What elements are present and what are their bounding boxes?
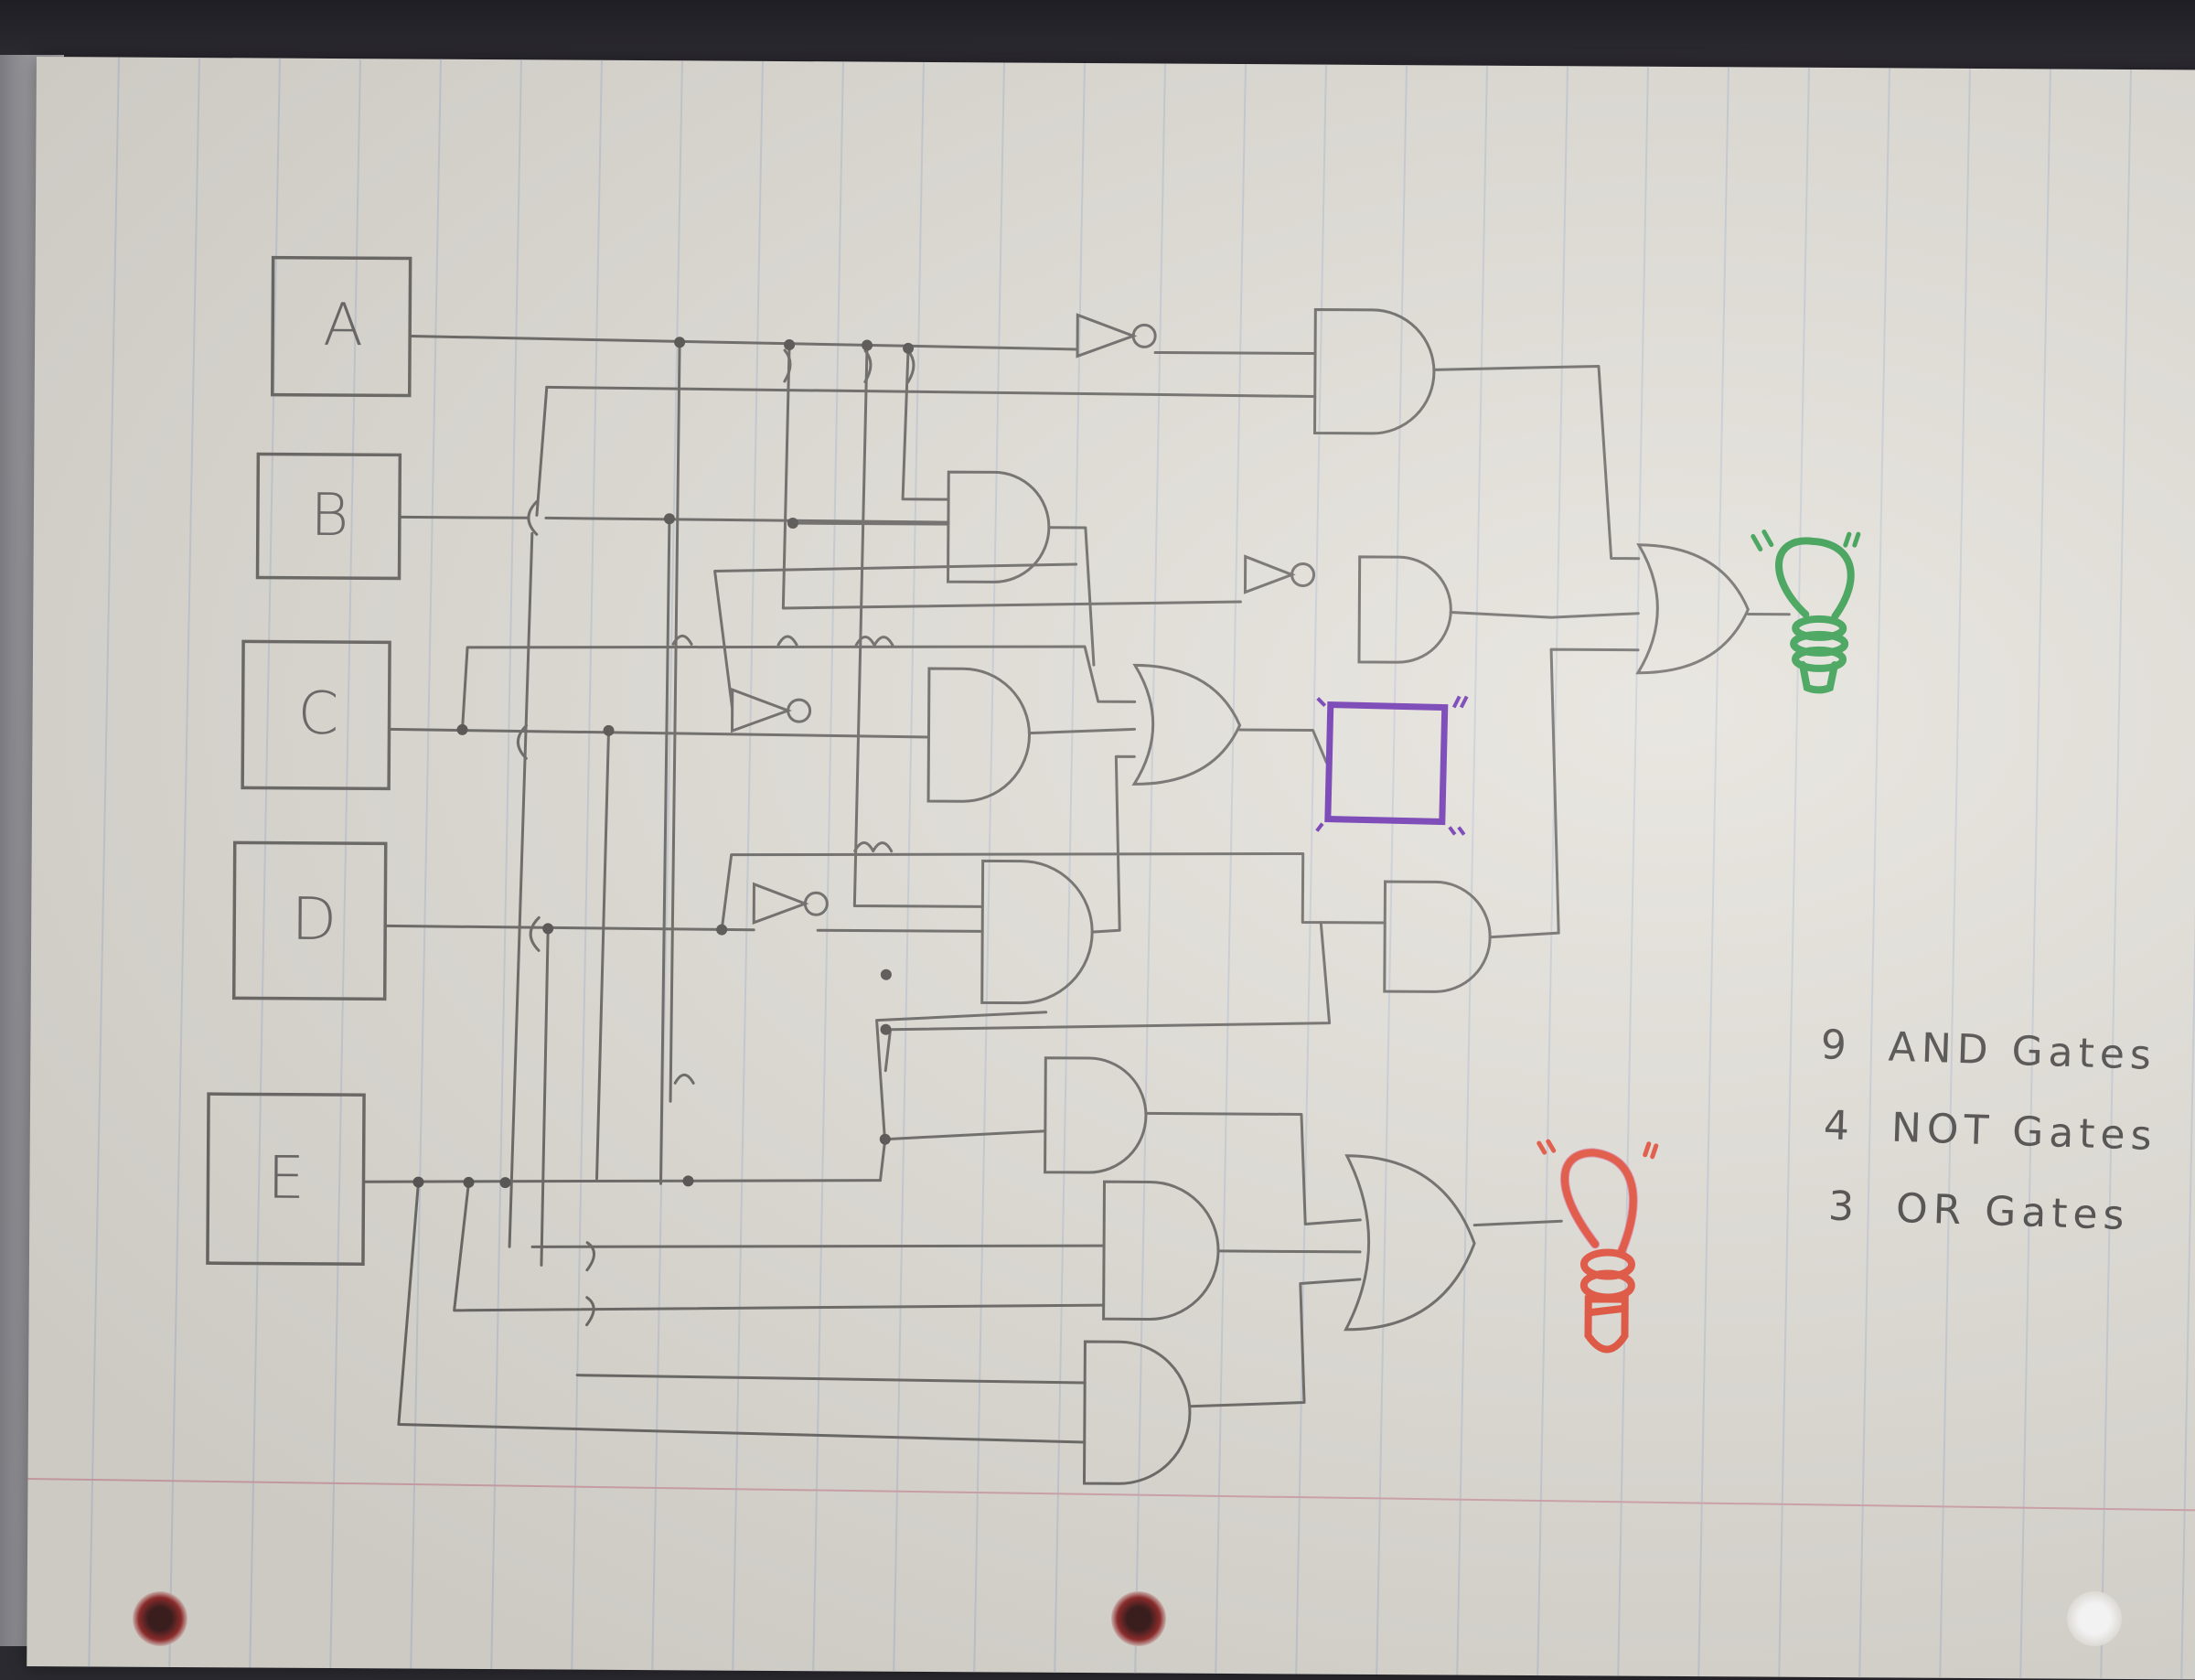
junction-dot (499, 1177, 511, 1189)
junction-dot (412, 1176, 424, 1188)
junction-dot (463, 1176, 475, 1188)
ruled-line (410, 59, 442, 1669)
and-2-gate (947, 470, 1051, 583)
ruled-line (1295, 64, 1327, 1675)
junction-dot (603, 724, 615, 736)
ruled-line (1134, 63, 1166, 1674)
ruled-line (1536, 66, 1569, 1676)
junction-dot (862, 339, 873, 351)
wires (361, 334, 1791, 1444)
junction-dot (716, 924, 728, 936)
ruled-line (1054, 62, 1086, 1673)
not-2-bubble (1290, 562, 1316, 587)
and-8-gate (1102, 1180, 1220, 1321)
junction-dots (412, 337, 915, 1189)
not-1-bubble (1131, 323, 1157, 348)
and-6-gate (1383, 880, 1492, 993)
notebook-page: ABCDE 9 AND Gates 4 NOT Gates 3 OR Gates (27, 57, 2195, 1680)
not-1-gate (1076, 313, 1138, 358)
ruled-line (1858, 68, 1890, 1678)
and-3-gate (1357, 555, 1452, 664)
red-light-bulb-icon (1536, 1139, 1659, 1354)
junction-dot (663, 513, 675, 525)
ruled-line (893, 61, 925, 1672)
ruled-line (571, 59, 603, 1670)
ruled-lines (27, 57, 2195, 1680)
junction-dot (674, 337, 686, 348)
input-boxes (206, 255, 412, 1266)
junction-dot (456, 723, 468, 735)
ruled-line (490, 59, 522, 1670)
ruled-line (329, 59, 361, 1669)
input-box-d (231, 840, 388, 1001)
input-box-b (255, 452, 402, 581)
ruled-line (1456, 65, 1488, 1675)
ruled-line (1778, 67, 1810, 1677)
ruled-line (1939, 68, 1971, 1678)
ruled-line (88, 57, 120, 1667)
and-9-gate (1082, 1340, 1192, 1485)
ruled-line (2180, 70, 2195, 1680)
ruled-line (2100, 69, 2132, 1679)
purple-display-icon (1315, 695, 1469, 836)
binder-hole (133, 1591, 187, 1646)
and-1-gate (1313, 308, 1436, 435)
ruled-line (168, 58, 200, 1667)
junction-dot (682, 1175, 694, 1187)
not-2-gate (1243, 554, 1296, 594)
and-7-gate (1044, 1056, 1148, 1174)
ruled-line (249, 58, 281, 1668)
input-box-e (206, 1092, 366, 1266)
ruled-line (1376, 65, 1408, 1675)
junction-dot (787, 518, 798, 530)
ruled-line (812, 61, 844, 1672)
ruled-line (732, 60, 764, 1671)
binder-hole (1111, 1591, 1166, 1646)
binder-hole (2067, 1591, 2122, 1646)
not-4-bubble (803, 891, 829, 916)
junction-dot (880, 1023, 892, 1035)
junction-dot (542, 923, 554, 935)
ruled-line (1697, 67, 1729, 1677)
and-gates (926, 308, 1492, 1485)
green-light-bulb-icon (1751, 530, 1861, 694)
and-5-gate (980, 859, 1094, 1005)
input-box-a (270, 255, 412, 398)
ruled-line (651, 60, 683, 1671)
not-4-gate (752, 882, 809, 925)
or-gates (1131, 543, 1750, 1332)
junction-dot (879, 1133, 891, 1145)
input-box-c (241, 639, 391, 791)
not-gates (730, 313, 1316, 925)
not-3-bubble (787, 698, 812, 723)
and-4-gate (926, 667, 1031, 803)
junction-dot (784, 339, 796, 351)
ruled-line (2019, 69, 2051, 1679)
junction-dot (903, 342, 915, 354)
ruled-line (973, 62, 1005, 1673)
not-3-gate (730, 687, 792, 733)
ruled-line (1617, 66, 1649, 1676)
margin-line (27, 1477, 2195, 1512)
or-2-gate (1131, 663, 1242, 786)
circuit-diagram (206, 255, 1861, 1485)
or-3-gate (1344, 1154, 1476, 1332)
or-1-gate (1635, 543, 1750, 675)
junction-dot (880, 968, 892, 980)
lighting-shade (27, 57, 2195, 1680)
